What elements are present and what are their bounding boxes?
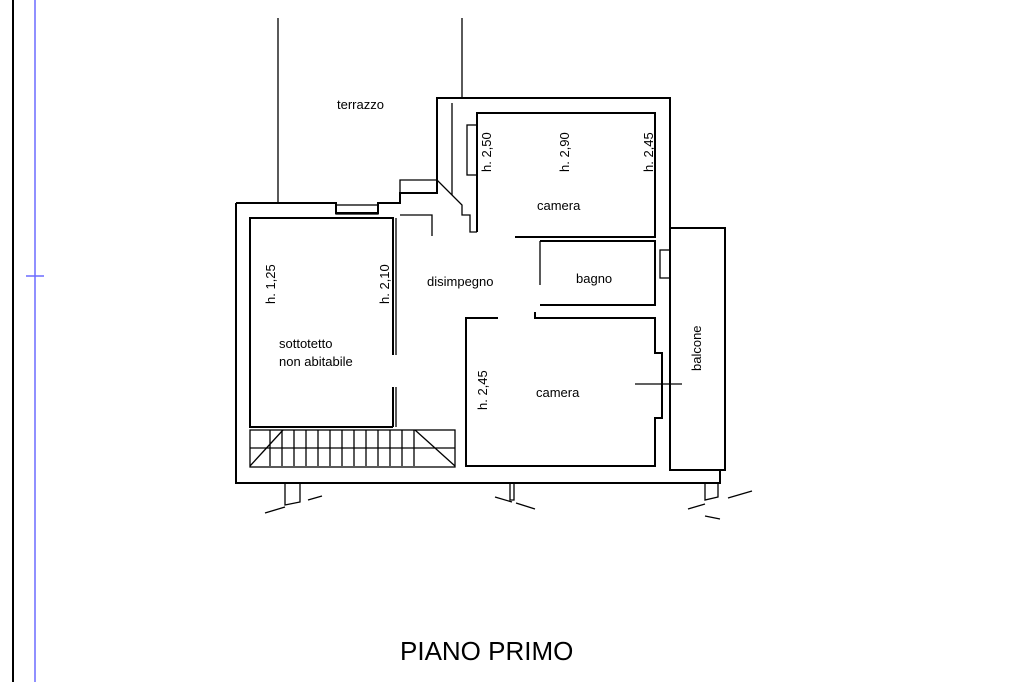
room-label-balcony: balcone: [689, 325, 704, 371]
height-label-attic-low: h. 1,25: [263, 264, 278, 304]
height-label-bedroom-top-left: h. 2,50: [479, 132, 494, 172]
room-label-attic-2: non abitabile: [279, 354, 353, 369]
room-label-bedroom-top: camera: [537, 198, 581, 213]
room-label-bedroom-bottom: camera: [536, 385, 580, 400]
inner-walls: [249, 112, 663, 467]
height-label-bedroom-top-mid: h. 2,90: [557, 132, 572, 172]
room-label-terrace: terrazzo: [337, 97, 384, 112]
room-label-attic-1: sottotetto: [279, 336, 332, 351]
height-label-attic-high: h. 2,10: [377, 264, 392, 304]
plan-title: PIANO PRIMO: [400, 636, 573, 666]
facade-marks: [264, 383, 753, 520]
height-label-bedroom-bottom: h. 2,45: [475, 370, 490, 410]
staircase: [249, 429, 456, 468]
room-label-hallway: disimpegno: [427, 274, 494, 289]
room-label-bathroom: bagno: [576, 271, 612, 286]
terrace: [277, 18, 463, 203]
outer-walls: [235, 97, 726, 484]
height-label-bedroom-top-right: h. 2,45: [641, 132, 656, 172]
